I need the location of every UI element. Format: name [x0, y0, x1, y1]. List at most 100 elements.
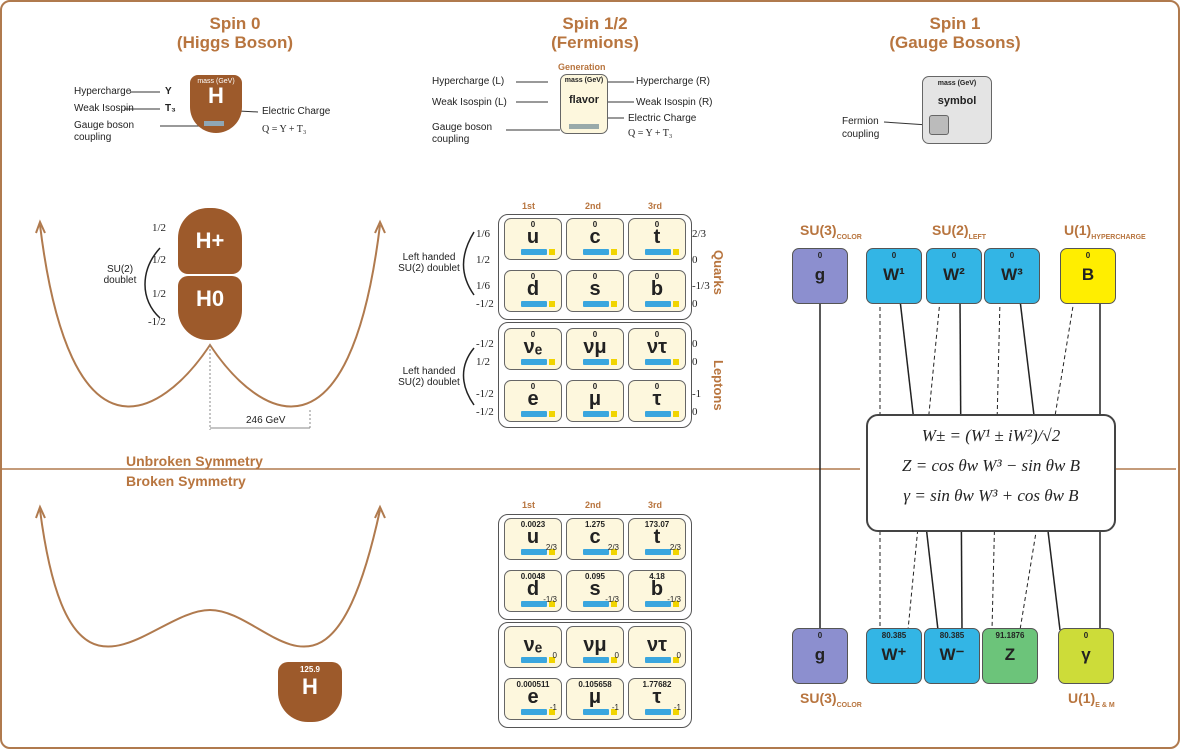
- hypercharge-label: Hypercharge: [74, 86, 132, 97]
- mass-label: 0.0023: [520, 520, 546, 529]
- mass-label: 80.385: [881, 631, 907, 640]
- gen-2-label-broken: 2nd: [585, 500, 602, 510]
- flavor-symbol: s: [589, 578, 601, 600]
- flavor-symbol: e: [527, 686, 539, 708]
- charge-label: -1/3: [605, 595, 619, 604]
- right-charge: 0: [692, 406, 698, 418]
- fermion-coupling-label: coupling: [842, 129, 880, 140]
- charge-label: 0: [614, 651, 619, 660]
- mass-label: 0: [530, 272, 536, 281]
- boson-symbol: W⁺: [881, 645, 907, 664]
- flavor-symbol: b: [650, 278, 664, 300]
- charge-label: -1/3: [543, 595, 557, 604]
- flavor-symbol: ντ: [646, 634, 668, 656]
- mass-label: 0.000511: [516, 680, 550, 689]
- gen-3-label-broken: 3rd: [648, 500, 663, 510]
- mass-label: 0: [817, 631, 823, 640]
- spin0-title: Spin 0(Higgs Boson): [176, 14, 294, 52]
- flavor-symbol: u: [526, 226, 540, 248]
- mass-label: 0.095: [584, 572, 606, 581]
- mass-label: 173.07: [644, 520, 670, 529]
- right-charge: 2/3: [692, 228, 707, 240]
- t3-symbol: T₃: [165, 103, 176, 114]
- gamma-formula: γ = sin θw W³ + cos θw B: [903, 486, 1079, 505]
- quarks-group-broken: [498, 514, 692, 620]
- flavor-symbol: c: [589, 226, 601, 248]
- fermion-broken-card-νₑ: νₑ 0: [504, 626, 562, 668]
- mass-label: 0: [592, 330, 598, 339]
- flavor-symbol: ντ: [646, 336, 668, 358]
- h-plus-card: H+: [178, 208, 242, 274]
- flavor-symbol: νₑ: [523, 634, 543, 656]
- boson-symbol: γ: [1081, 645, 1091, 664]
- flavor-symbol: s: [589, 278, 601, 300]
- boson-symbol: g: [814, 265, 826, 284]
- gen-1-label: 1st: [522, 201, 536, 211]
- weak-isospin-r-label: Weak Isospin (R): [636, 97, 713, 108]
- quarks-group: [498, 214, 692, 320]
- gauge-legend-card: mass (GeV) symbol: [922, 76, 992, 144]
- electric-charge-label: Electric Charge: [262, 106, 331, 117]
- weak-isospin-label: Weak Isospin: [74, 103, 134, 114]
- mass-label: 0: [654, 220, 660, 229]
- mass-label: 0: [817, 251, 823, 260]
- higgs-legend-card: mass (GeV) H: [190, 75, 242, 133]
- q-formula: Q = Y + T₃: [262, 124, 307, 135]
- mass-label: 0: [530, 382, 536, 391]
- right-charge: 0: [692, 254, 698, 266]
- mass-label: 0: [951, 251, 957, 260]
- mass-label: 0: [592, 382, 598, 391]
- mass-label: 0: [891, 251, 897, 260]
- boson-symbol: Z: [1004, 645, 1016, 664]
- mass-label: 0: [592, 220, 598, 229]
- y-symbol: Y: [165, 86, 172, 97]
- charge-label: 0: [552, 651, 557, 660]
- flavor-symbol: νₑ: [523, 336, 543, 358]
- su2-doublet-label: SU(2) doublet: [103, 264, 137, 286]
- right-charge: -1: [692, 388, 702, 400]
- mass-label: 0: [592, 272, 598, 281]
- left-charge: 1/6: [476, 280, 491, 292]
- mass-label: 91.1876: [995, 631, 1025, 640]
- hypercharge-l-label: Hypercharge (L): [432, 76, 505, 87]
- boson-symbol: g: [814, 645, 826, 664]
- flavor-symbol: νμ: [583, 336, 607, 358]
- coupling-l-label: coupling: [432, 134, 470, 145]
- boson-symbol: W³: [1001, 265, 1023, 284]
- flavor-symbol: t: [653, 226, 661, 248]
- flavor-symbol: d: [526, 578, 540, 600]
- charge-label: -1: [611, 703, 619, 712]
- hypercharge-r-label: Hypercharge (R): [636, 76, 710, 87]
- broken-symmetry-label: Broken Symmetry: [126, 473, 246, 489]
- coupling-label: coupling: [74, 132, 112, 143]
- boson-symbol: W²: [943, 265, 965, 284]
- w-pm-formula: W± = (W¹ ± iW²)/√2: [921, 426, 1061, 445]
- mass-label: 0: [530, 330, 536, 339]
- u1-hypercharge-label: U(1)HYPERCHARGE: [1064, 222, 1146, 241]
- spinhalf-title: Spin 1/2(Fermions): [551, 14, 639, 52]
- fermion-label: Fermion: [842, 116, 879, 127]
- flavor-symbol: μ: [588, 388, 602, 410]
- left-charge: 1/2: [476, 254, 491, 266]
